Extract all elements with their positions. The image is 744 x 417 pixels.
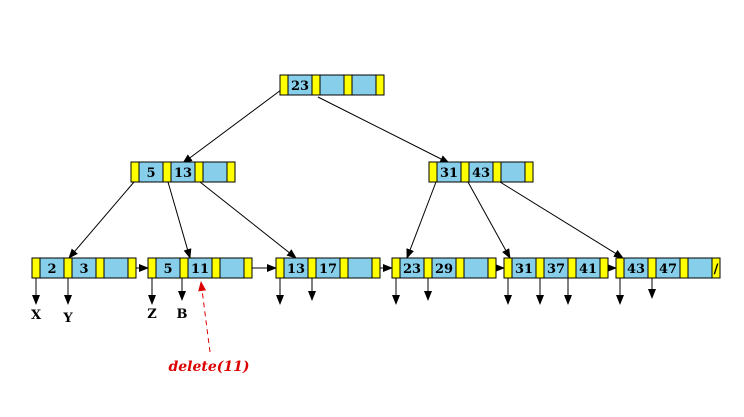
null-pointer-mark: / — [714, 262, 719, 277]
pointer-slot — [147, 257, 157, 279]
key-slot — [103, 257, 129, 279]
key-value: 47 — [659, 262, 677, 277]
pointer-label-x: X — [31, 308, 42, 323]
pointer-slot — [615, 257, 625, 279]
edge-left-to-leaf-2 — [167, 181, 192, 259]
delete-arrow — [198, 281, 211, 353]
key-slot — [219, 257, 245, 279]
edge-left-to-leaf-1 — [68, 181, 135, 259]
key-value: 17 — [319, 262, 337, 277]
key-value: 11 — [191, 262, 209, 277]
internal-node-left: 5 13 — [130, 161, 236, 183]
leaf-node-3: 13 17 — [275, 257, 381, 279]
edge-root-to-right — [317, 96, 450, 164]
pointer-slot — [492, 161, 502, 183]
pointer-label-z: Z — [147, 307, 157, 322]
key-slot — [202, 161, 228, 183]
pointer-slot — [162, 161, 172, 183]
key-value: 43 — [627, 262, 645, 277]
pointer-slot — [279, 74, 289, 96]
key-value: 13 — [287, 262, 305, 277]
pointer-slot — [95, 257, 105, 279]
leaf-node-6: 43 47 / — [615, 257, 721, 279]
key-slot — [319, 74, 345, 96]
pointer-slot — [535, 257, 545, 279]
pointer-label-y: Y — [62, 311, 73, 326]
root-node: 23 — [279, 74, 385, 96]
key-slot — [500, 161, 526, 183]
key-value: 23 — [291, 79, 309, 94]
edge-right-to-leaf-5 — [467, 181, 511, 259]
key-value: 5 — [163, 262, 172, 277]
pointer-slot — [460, 161, 470, 183]
delete-annotation: delete(11) — [168, 359, 249, 375]
pointer-slot — [127, 257, 137, 279]
pointer-slot — [567, 257, 577, 279]
key-value: 29 — [435, 262, 453, 277]
key-value: 31 — [440, 166, 458, 181]
key-value: 37 — [547, 262, 565, 277]
pointer-slot — [455, 257, 465, 279]
pointer-label-b: B — [177, 307, 188, 322]
pointer-slot — [243, 257, 253, 279]
edge-left-to-leaf-3 — [199, 181, 297, 259]
pointer-slot — [275, 257, 285, 279]
key-value: 2 — [47, 262, 56, 277]
pointer-slot — [487, 257, 497, 279]
internal-node-right: 31 43 — [428, 161, 534, 183]
pointer-slot — [311, 74, 321, 96]
key-value: 3 — [79, 262, 88, 277]
pointer-slot — [423, 257, 433, 279]
pointer-slot — [679, 257, 689, 279]
pointer-slot — [503, 257, 513, 279]
pointer-slot — [428, 161, 438, 183]
pointer-slot — [339, 257, 349, 279]
pointer-slot — [647, 257, 657, 279]
key-slot — [347, 257, 373, 279]
pointer-slot — [375, 74, 385, 96]
pointer-slot — [599, 257, 609, 279]
pointer-slot — [226, 161, 236, 183]
key-value: 31 — [515, 262, 533, 277]
key-slot — [351, 74, 377, 96]
pointer-slot — [711, 257, 721, 279]
leaf-node-5: 31 37 41 — [503, 257, 609, 279]
pointer-slot — [63, 257, 73, 279]
key-slot — [687, 257, 713, 279]
edge-root-to-left — [182, 86, 286, 164]
key-value: 41 — [579, 262, 597, 277]
edge-right-to-leaf-4 — [406, 181, 437, 259]
edge-right-to-leaf-6 — [499, 181, 624, 259]
key-slot — [463, 257, 489, 279]
pointer-slot — [31, 257, 41, 279]
pointer-slot — [307, 257, 317, 279]
pointer-slot — [391, 257, 401, 279]
leaf-node-4: 23 29 — [391, 257, 497, 279]
leaf-node-2: 5 11 — [147, 257, 253, 279]
pointer-slot — [130, 161, 140, 183]
key-value: 5 — [146, 166, 155, 181]
pointer-slot — [211, 257, 221, 279]
pointer-slot — [524, 161, 534, 183]
key-value: 43 — [472, 166, 490, 181]
pointer-slot — [194, 161, 204, 183]
pointer-slot — [371, 257, 381, 279]
key-value: 23 — [403, 262, 421, 277]
key-value: 13 — [174, 166, 192, 181]
pointer-slot — [343, 74, 353, 96]
pointer-slot — [179, 257, 189, 279]
